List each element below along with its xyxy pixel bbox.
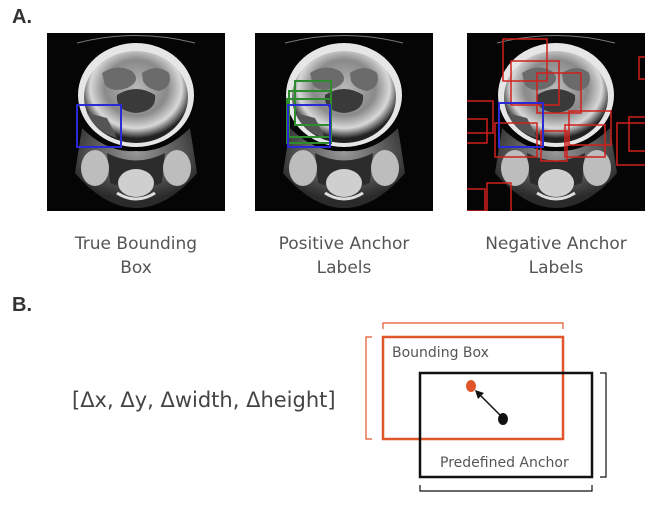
negative-anchor-box <box>638 56 645 80</box>
panel-b-label: B. <box>12 294 32 316</box>
caption-line: Labels <box>528 258 584 278</box>
caption-line: Labels <box>316 258 372 278</box>
negative-anchor-box <box>510 60 560 106</box>
arrow-head <box>475 390 484 399</box>
bounding-box-center-dot <box>466 380 476 392</box>
negative-anchor-box <box>568 110 612 146</box>
caption-line: True Bounding <box>74 234 198 254</box>
negative-anchor-box <box>536 72 582 114</box>
caption-positive-anchor-labels: Positive Anchor Labels <box>244 232 444 280</box>
negative-anchor-box <box>494 122 538 158</box>
delta-formula: [Δx, Δy, Δwidth, Δheight] <box>72 388 336 412</box>
bounding-box-label: Bounding Box <box>392 345 489 361</box>
caption-line: Negative Anchor <box>485 234 627 254</box>
panel-a-label: A. <box>12 6 32 28</box>
negative-anchor-box <box>628 116 645 152</box>
true-box <box>76 104 122 148</box>
true-box <box>498 102 544 148</box>
negative-anchor-box <box>486 182 512 211</box>
negative-anchor-box <box>616 122 645 166</box>
negative-anchor-box <box>467 118 488 144</box>
caption-negative-anchor-labels: Negative Anchor Labels <box>456 232 656 280</box>
negative-anchor-box <box>467 188 486 211</box>
predefined-anchor-label: Predefined Anchor <box>440 455 569 471</box>
caption-line: Box <box>120 258 152 278</box>
anchor-width-bracket <box>419 485 593 492</box>
caption-line: Positive Anchor <box>278 234 410 254</box>
bounding-box-width-bracket <box>382 322 564 329</box>
mri-negative-anchor-labels <box>467 33 645 211</box>
predefined-anchor <box>418 371 594 479</box>
bounding-box <box>381 335 565 441</box>
anchor-height-bracket <box>600 372 607 478</box>
true-box <box>287 104 331 148</box>
negative-anchor-box <box>502 38 548 82</box>
mri-positive-anchor-labels <box>255 33 433 211</box>
mri-true-bounding-box <box>47 33 225 211</box>
negative-anchor-box <box>467 100 494 134</box>
negative-anchor-box <box>564 124 606 158</box>
caption-true-bounding-box: True Bounding Box <box>36 232 236 280</box>
bounding-box-height-bracket <box>365 336 372 440</box>
anchor-center-dot <box>498 413 508 425</box>
anchor-regression-diagram <box>365 322 607 492</box>
